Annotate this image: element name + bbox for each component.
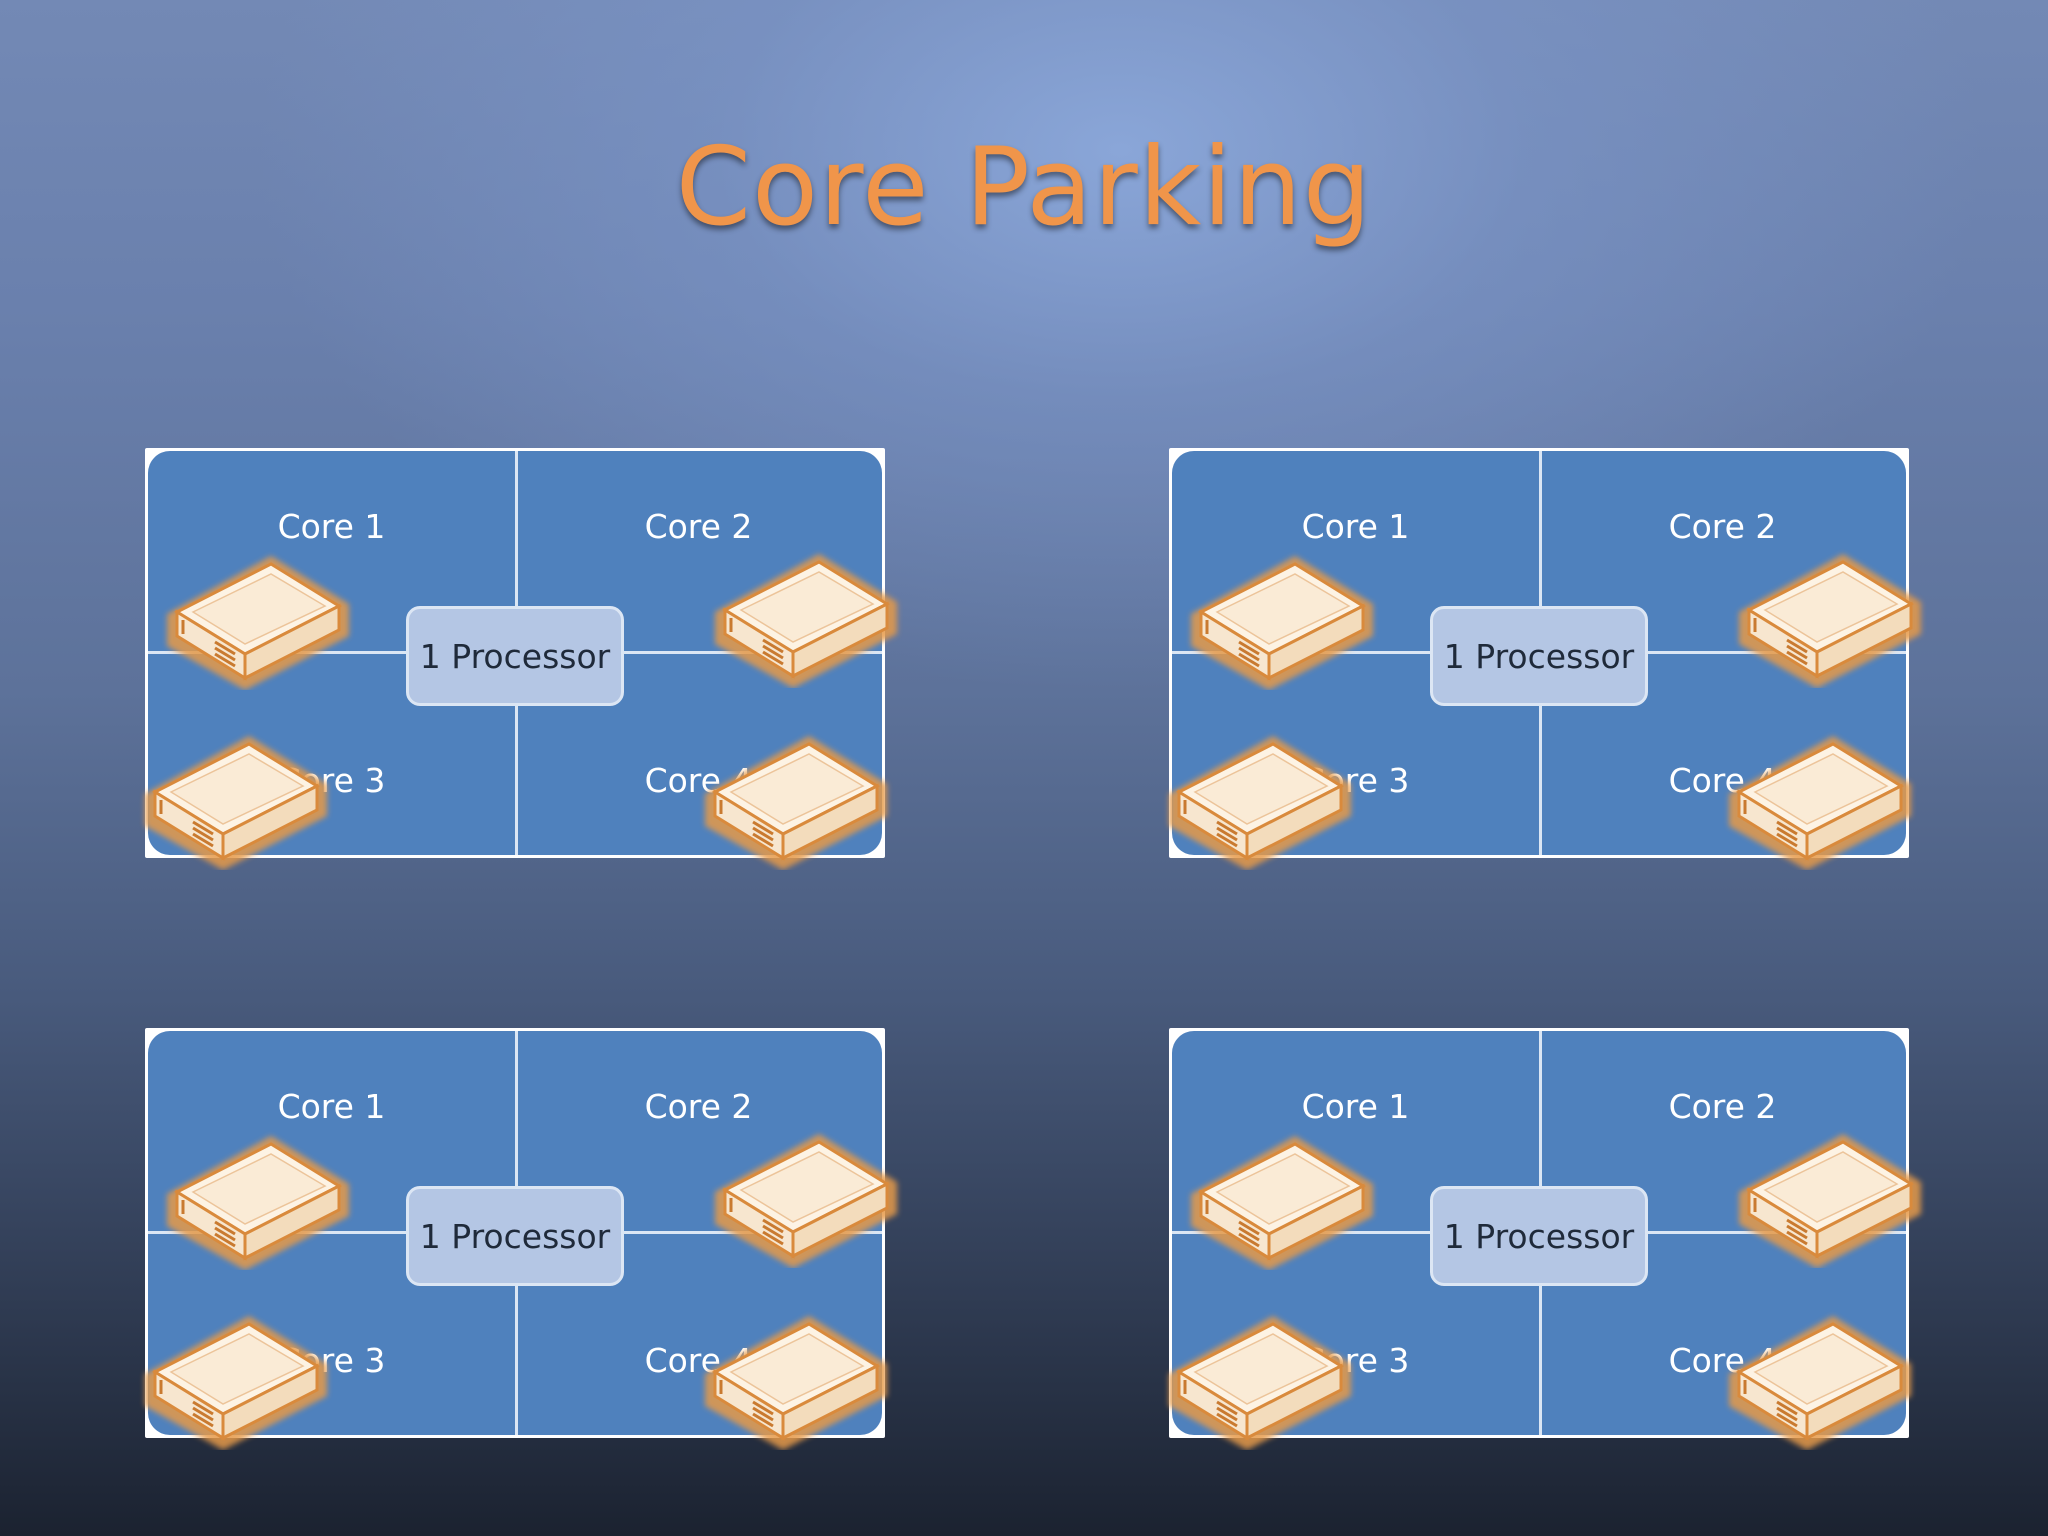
- core-label: Core 2: [644, 1087, 753, 1126]
- server-icon: [707, 1122, 903, 1268]
- server-icon: [697, 724, 893, 870]
- server-icon: [159, 544, 355, 690]
- processor-box: 1 Processor: [1430, 1186, 1648, 1286]
- server-icon: [1721, 724, 1917, 870]
- core-label: Core 1: [277, 1087, 386, 1126]
- server-icon: [1183, 544, 1379, 690]
- processor-box: 1 Processor: [406, 1186, 624, 1286]
- server-icon: [697, 1304, 893, 1450]
- server-icon: [137, 1304, 333, 1450]
- server-icon: [137, 724, 333, 870]
- server-icon: [159, 1124, 355, 1270]
- server-icon: [1731, 1122, 1927, 1268]
- core-label: Core 1: [1301, 507, 1410, 546]
- core-label: Core 2: [1668, 507, 1777, 546]
- server-icon: [1721, 1304, 1917, 1450]
- processor-box: 1 Processor: [406, 606, 624, 706]
- slide-title: Core Parking: [675, 125, 1373, 250]
- core-label: Core 1: [277, 507, 386, 546]
- server-icon: [1731, 542, 1927, 688]
- processor-box: 1 Processor: [1430, 606, 1648, 706]
- server-icon: [1161, 724, 1357, 870]
- core-label: Core 1: [1301, 1087, 1410, 1126]
- core-label: Core 2: [1668, 1087, 1777, 1126]
- server-icon: [1161, 1304, 1357, 1450]
- server-icon: [707, 542, 903, 688]
- core-label: Core 2: [644, 507, 753, 546]
- server-icon: [1183, 1124, 1379, 1270]
